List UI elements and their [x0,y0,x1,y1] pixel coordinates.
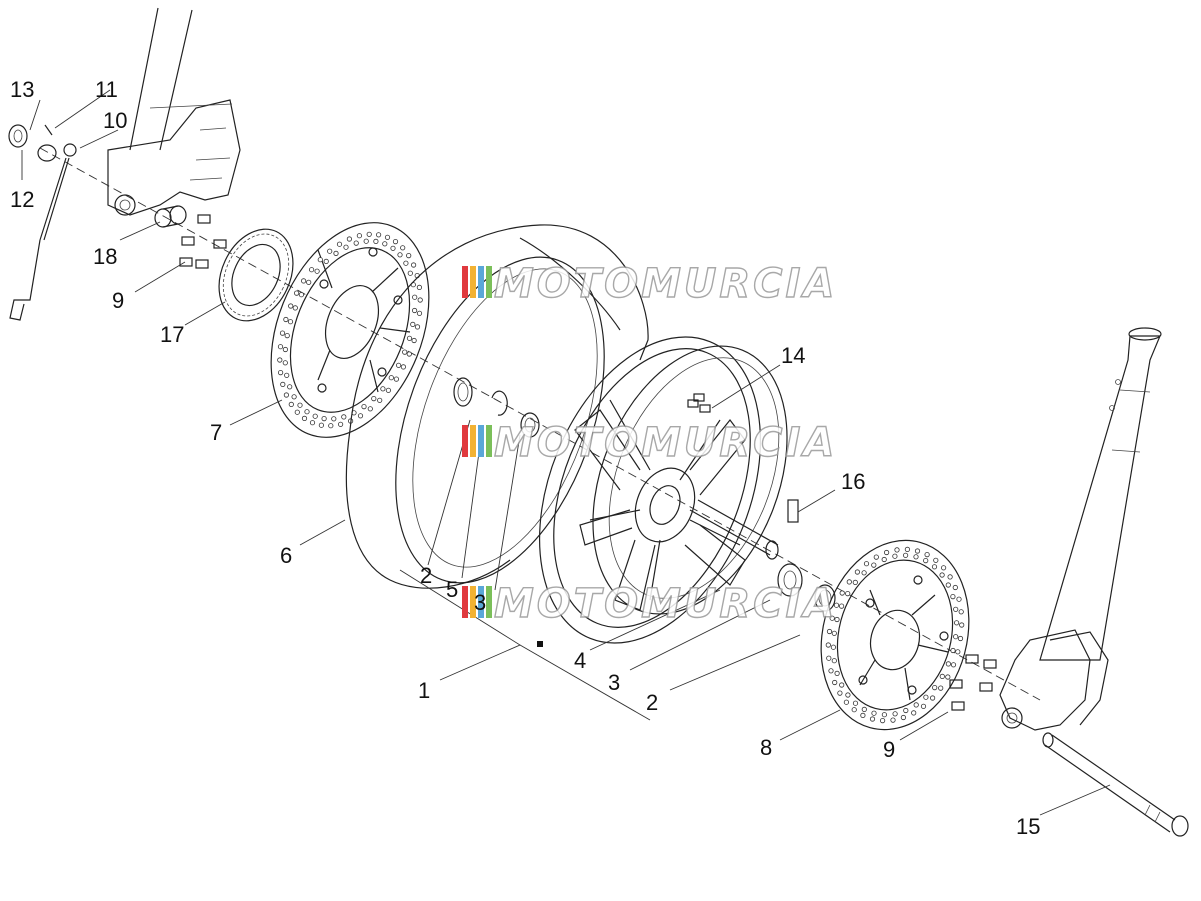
callout-9-left: 9 [112,288,124,313]
valve-cap [787,499,799,523]
leader-lines [21,89,1111,816]
tyre [345,224,649,589]
balance-weights [687,393,711,413]
abs-sensor-group [8,124,77,321]
right-fork-leg [999,327,1162,731]
watermark-middle: MOTOMURCIA [462,419,837,467]
left-fork-leg [107,7,241,216]
callout-17: 17 [160,322,184,347]
callout-4: 4 [574,648,586,673]
callout-2-right: 2 [646,690,658,715]
spacer-bushing [154,205,187,228]
callout-12: 12 [10,187,34,212]
callout-15: 15 [1016,814,1040,839]
callout-9-right: 9 [883,737,895,762]
watermark-text-middle: MOTOMURCIA [494,420,837,466]
callout-2-left: 2 [420,563,432,588]
callout-5: 5 [446,577,458,602]
watermark-text-bottom: MOTOMURCIA [494,581,837,627]
watermark-top: MOTOMURCIA [462,260,837,308]
abs-tone-ring [218,228,294,322]
callout-18: 18 [93,244,117,269]
callout-11: 11 [95,77,118,102]
callout-8: 8 [760,735,772,760]
marker-square [537,641,543,647]
callout-6: 6 [280,543,292,568]
callout-3-left: 3 [474,590,486,615]
callout-7: 7 [210,420,222,445]
wheel-axle [1042,732,1189,837]
callout-1: 1 [418,678,430,703]
hub-right-bearings [777,563,836,612]
brake-disc-left [270,222,430,438]
callout-10: 10 [103,108,127,133]
brake-disc-right [820,539,970,731]
watermark-text-top: MOTOMURCIA [494,261,837,307]
wheel-rim [538,336,788,644]
callout-3-right: 3 [608,670,620,695]
watermark-bottom: MOTOMURCIA [462,580,837,628]
bolts-left [179,214,227,269]
callout-16: 16 [841,469,865,494]
callout-14: 14 [781,343,805,368]
assembly-axis-line [39,147,1041,701]
bolts-right [949,654,997,711]
hub-left-seals [453,377,540,438]
callout-13: 13 [10,77,34,102]
